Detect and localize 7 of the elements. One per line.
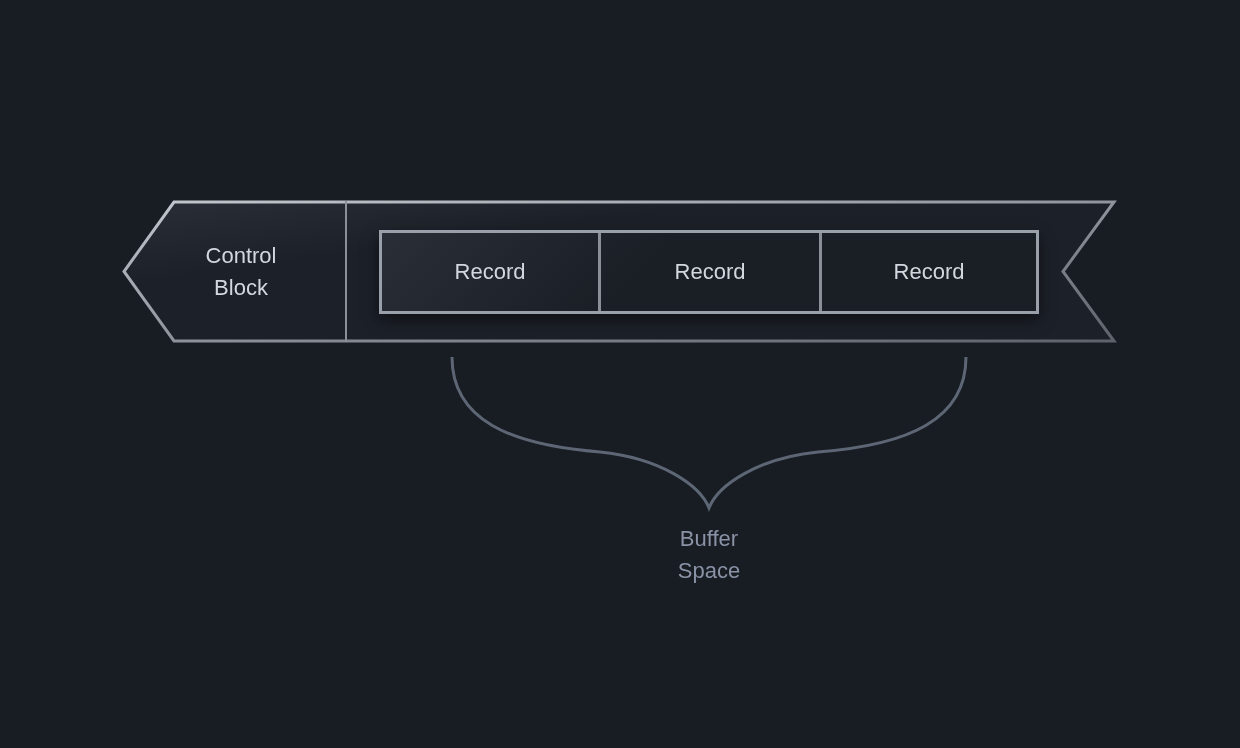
brace-label: Buffer Space <box>676 525 742 585</box>
records-container <box>379 230 1039 314</box>
record-label: Record <box>893 258 965 286</box>
record-label: Record <box>674 258 746 286</box>
banner-shape <box>123 201 1115 342</box>
record-label: Record <box>454 258 526 286</box>
section-label: Control Block <box>204 241 278 302</box>
